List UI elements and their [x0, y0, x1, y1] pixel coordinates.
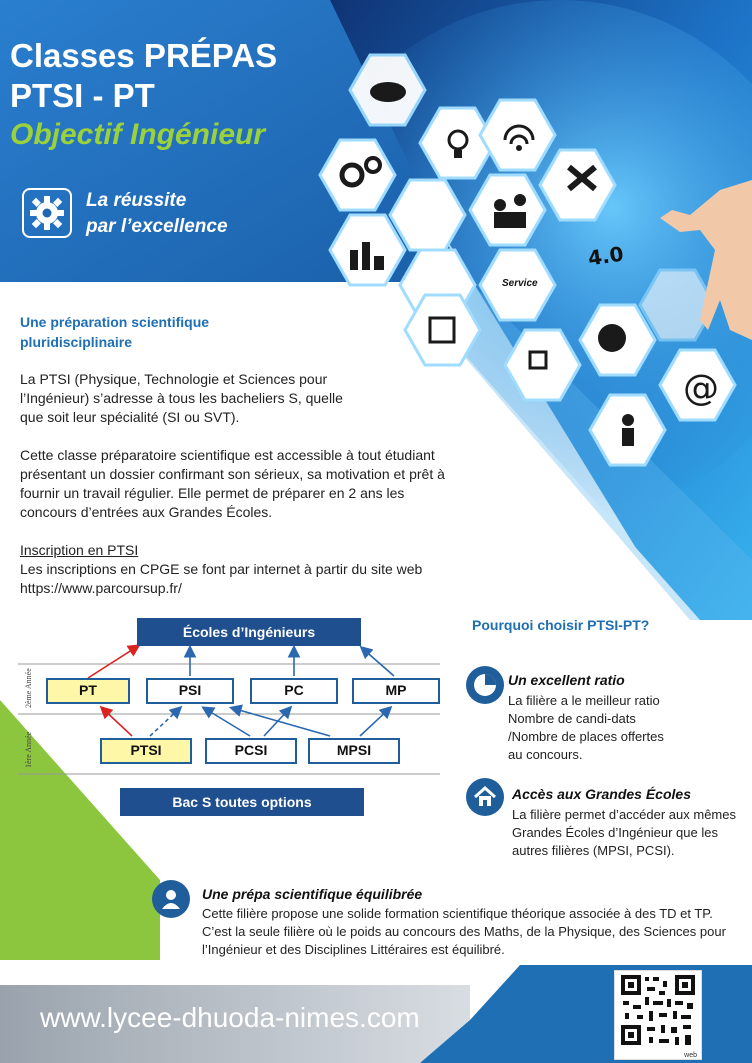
intro-paragraph-1: La PTSI (Physique, Technologie et Scienc… — [20, 371, 343, 425]
ratio-icon-circle — [466, 666, 504, 704]
home-icon — [473, 785, 497, 806]
feature-balanced-text: Cette filière propose une solide formati… — [202, 906, 726, 957]
year2-label: 2ème Année — [24, 668, 33, 708]
hex-chip — [403, 293, 482, 367]
diagram-bottom-box: Bac S toutes options — [120, 788, 364, 816]
title-line-1: Classes PRÉPAS — [10, 37, 278, 74]
feature-ratio-text: La filière a le meilleur ratio Nombre de… — [508, 693, 664, 762]
diagram-top-box: Écoles d’Ingénieurs — [137, 618, 361, 646]
hex-label-service: Service — [502, 278, 538, 289]
hex-people — [468, 173, 547, 247]
hand — [660, 180, 752, 340]
feature-balanced-title: Une prépa scientifique équilibrée — [202, 886, 423, 902]
why-heading: Pourquoi choisir PTSI-PT? — [472, 617, 650, 633]
hex-bulb — [418, 106, 497, 180]
page-title: Classes PRÉPAS PTSI - PT — [10, 36, 277, 116]
feature-schools-text: La filière permet d’accéder aux mêmes Gr… — [512, 807, 736, 858]
gear-icon — [30, 196, 64, 230]
year1-label: 1ère Année — [24, 731, 33, 768]
person-icon — [162, 890, 180, 909]
box-pcsi: PCSI — [205, 738, 297, 764]
footer-band — [0, 985, 470, 1063]
tagline-line-1: La réussite — [86, 190, 187, 211]
inscription-text: Les inscriptions en CPGE se font par int… — [20, 561, 423, 596]
hex-service — [478, 248, 557, 322]
svg-text:@: @ — [683, 368, 719, 409]
title-line-2: PTSI - PT — [10, 77, 155, 114]
hex-label-4-0: 4.0 — [586, 241, 625, 271]
intro-heading: Une préparation scientifique pluridiscip… — [20, 314, 210, 350]
qr-label: web — [684, 1052, 697, 1059]
box-pt: PT — [46, 678, 130, 704]
box-mp: MP — [352, 678, 440, 704]
page-subtitle: Objectif Ingénieur — [10, 118, 266, 151]
feature-ratio-title: Un excellent ratio — [508, 672, 625, 688]
tagline: La réussite par l’excellence — [86, 188, 228, 240]
box-ptsi: PTSI — [100, 738, 192, 764]
tagline-line-2: par l’excellence — [86, 216, 228, 237]
hex-empty — [638, 268, 717, 342]
box-pc: PC — [250, 678, 338, 704]
clock-icon — [474, 674, 496, 696]
website-url[interactable]: www.lycee-dhuoda-nimes.com — [40, 1002, 420, 1033]
gear-badge — [22, 188, 72, 238]
qr-code[interactable]: web — [614, 970, 702, 1060]
box-mpsi: MPSI — [308, 738, 400, 764]
balanced-icon-circle — [152, 880, 190, 918]
inscription-heading: Inscription en PTSI — [20, 542, 139, 558]
feature-schools-title: Accès aux Grandes Écoles — [512, 786, 691, 802]
schools-icon-circle — [466, 778, 504, 816]
box-psi: PSI — [146, 678, 234, 704]
hex-plug — [503, 328, 582, 402]
qr-code-icon — [621, 975, 695, 1045]
cursus-diagram: Écoles d’Ingénieurs 2ème Année 1ère Anné… — [0, 610, 460, 830]
diagram-lines — [18, 644, 440, 775]
hex-at — [658, 348, 737, 422]
intro-paragraph-2: Cette classe préparatoire scientifique e… — [20, 447, 445, 520]
